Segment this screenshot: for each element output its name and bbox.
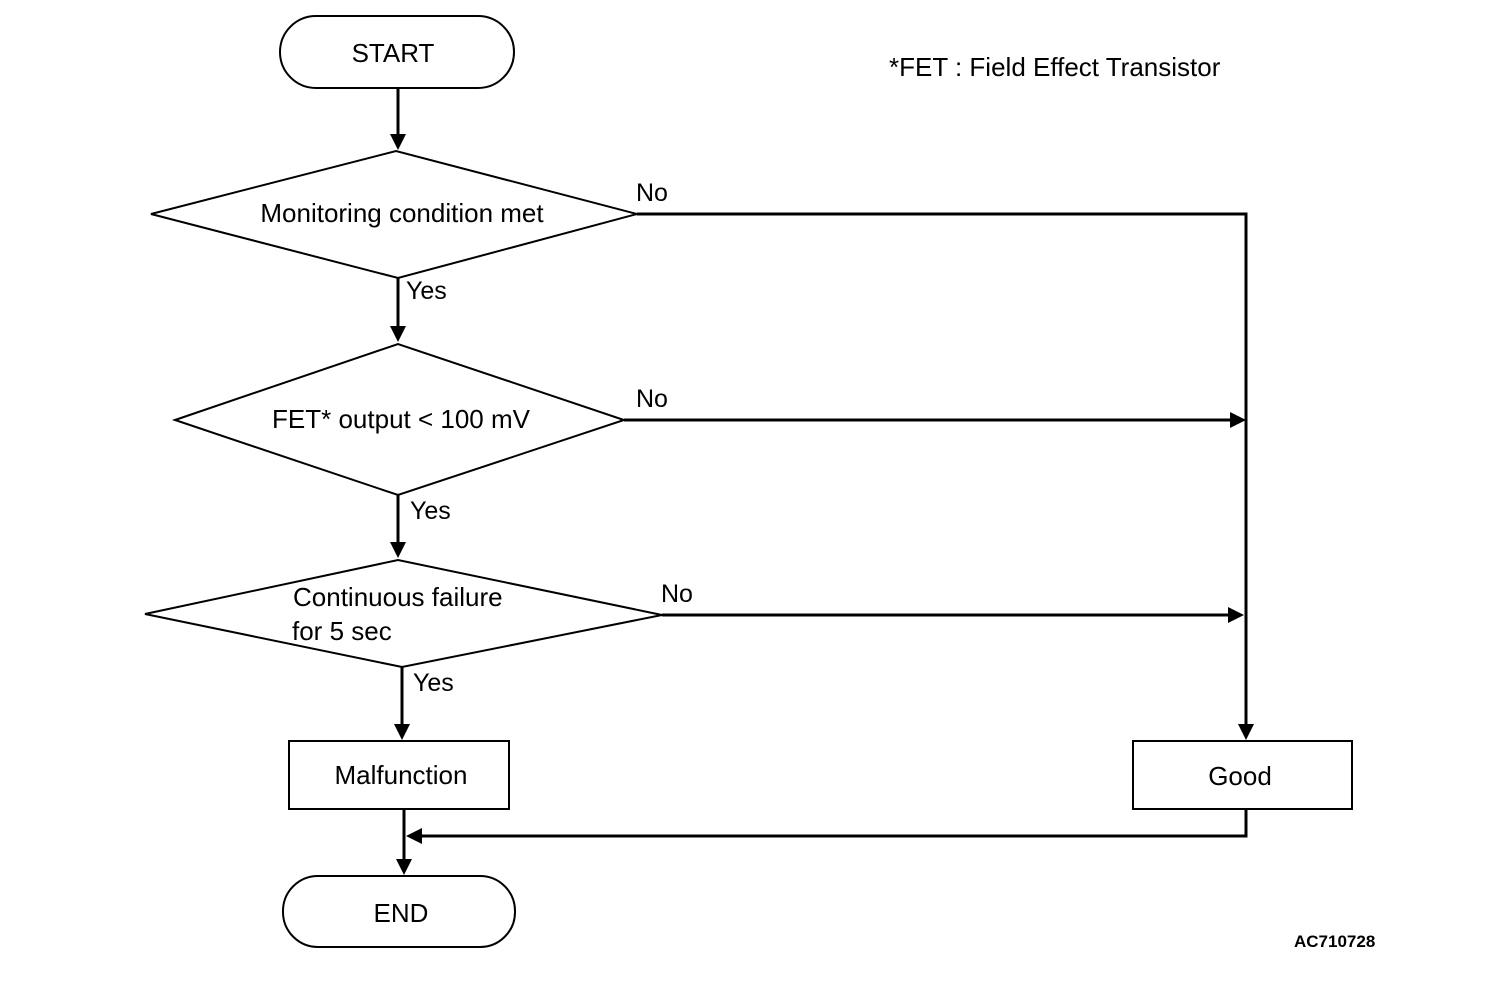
branch-labels: No Yes No Yes No Yes	[406, 179, 693, 697]
connector-monitoring-no-to-good	[637, 212, 1248, 726]
decision-fet-diamond	[171, 342, 628, 497]
end-terminator	[282, 875, 516, 948]
start-node: START	[279, 15, 515, 89]
arrowhead-continuous-no	[1228, 607, 1244, 623]
monitoring-yes-label: Yes	[406, 277, 447, 305]
decision-continuous-label-line1: Continuous failure	[293, 582, 503, 612]
end-label: END	[374, 898, 429, 928]
decision-monitoring-label: Monitoring condition met	[260, 198, 544, 228]
end-node: END	[282, 875, 516, 948]
malfunction-node: Malfunction	[288, 740, 510, 810]
monitoring-no-label: No	[636, 179, 668, 207]
continuous-no-label: No	[661, 580, 693, 608]
arrowhead-monitoring	[390, 134, 406, 150]
continuous-yes-label: Yes	[413, 669, 454, 697]
connector-good-to-end	[420, 809, 1248, 838]
fet-no-label: No	[636, 385, 668, 413]
decision-monitoring-diamond	[150, 149, 641, 280]
start-terminator	[279, 15, 515, 89]
malfunction-box	[288, 740, 510, 810]
start-label: START	[352, 38, 435, 68]
decision-fet: FET* output < 100 mV	[171, 342, 628, 497]
connectors	[390, 88, 1254, 875]
arrowhead-good	[1238, 724, 1254, 740]
decision-monitoring: Monitoring condition met	[150, 149, 641, 280]
decision-continuous: Continuous failure for 5 sec	[144, 558, 663, 669]
malfunction-label: Malfunction	[335, 760, 468, 790]
arrowhead-fet	[390, 326, 406, 342]
fet-yes-label: Yes	[410, 497, 451, 525]
decision-continuous-diamond	[144, 558, 663, 669]
arrowhead-malfunction	[394, 724, 410, 740]
arrowhead-good-return	[406, 828, 422, 844]
good-node: Good	[1132, 740, 1353, 810]
good-box	[1132, 740, 1353, 810]
arrowhead-continuous	[390, 542, 406, 558]
figure-code: AC710728	[1294, 932, 1375, 951]
fet-footnote: *FET : Field Effect Transistor	[889, 52, 1221, 82]
decision-fet-label: FET* output < 100 mV	[272, 404, 531, 434]
decision-continuous-label-line2: for 5 sec	[292, 616, 392, 646]
arrowhead-fet-no	[1230, 412, 1246, 428]
arrowhead-end	[396, 859, 412, 875]
good-label: Good	[1208, 761, 1272, 791]
